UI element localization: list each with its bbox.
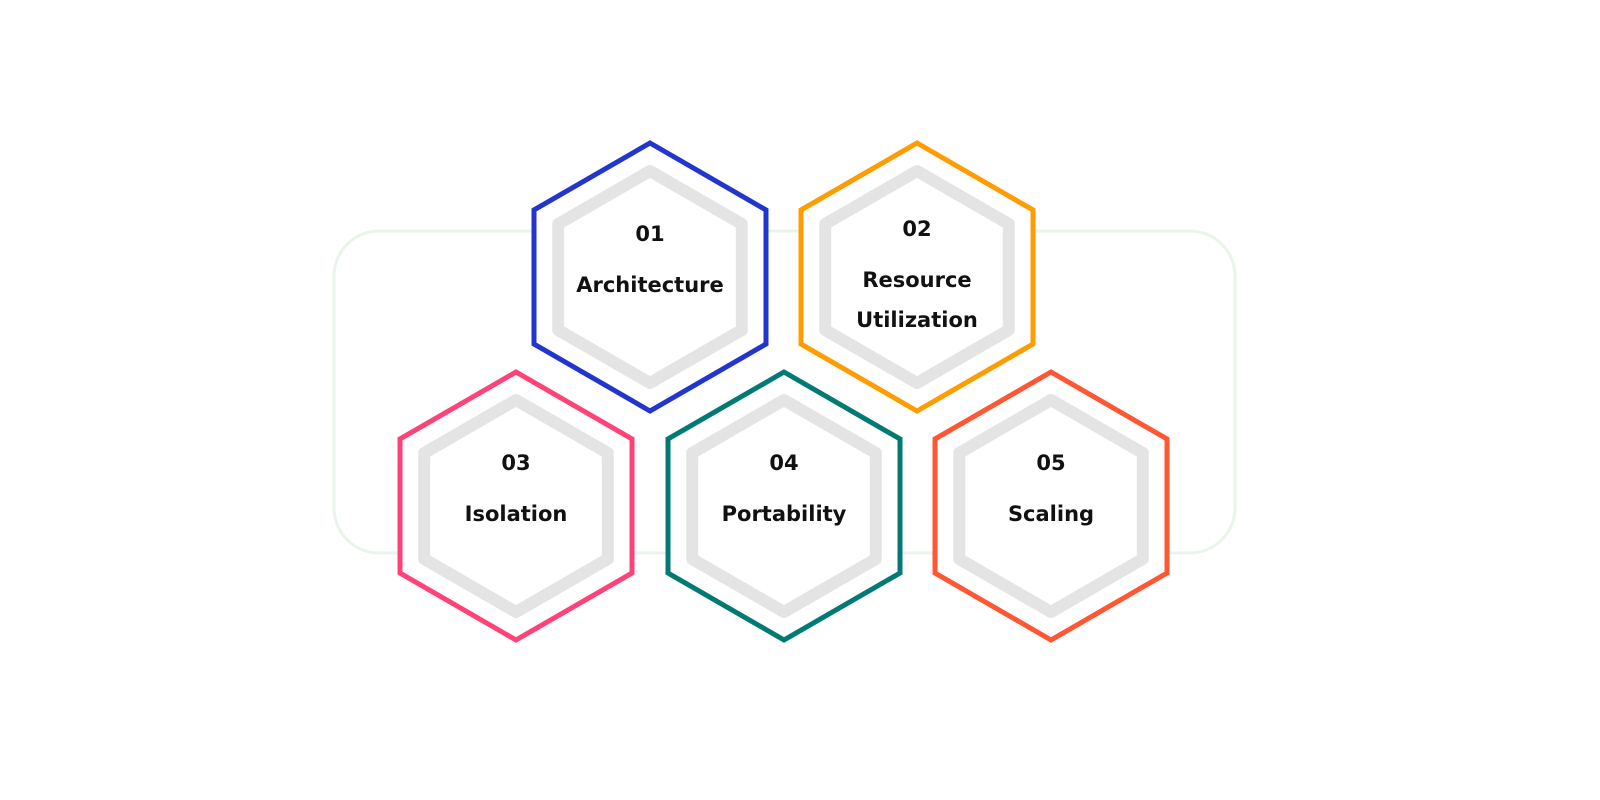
hexagon-inner-ring — [819, 165, 1015, 389]
hexagon-inner-ring — [552, 165, 748, 389]
step-title: Resource — [862, 268, 972, 292]
hexagon-05 — [932, 369, 1170, 643]
step-number: 04 — [769, 451, 799, 475]
step-title: Isolation — [464, 502, 568, 526]
step-number: 02 — [902, 217, 932, 241]
hexagon-inner-ring — [686, 394, 882, 618]
hexagon-04 — [665, 369, 903, 643]
step-number: 03 — [501, 451, 531, 475]
step-title: Portability — [721, 502, 847, 526]
step-title: Scaling — [1007, 502, 1095, 526]
step-number: 01 — [635, 222, 665, 246]
hexagon-inner-ring — [953, 394, 1149, 618]
hexagon-03 — [397, 369, 635, 643]
step-number: 05 — [1036, 451, 1066, 475]
step-title: Utilization — [856, 308, 978, 332]
hexagon-02 — [798, 140, 1036, 414]
hexagon-01 — [531, 140, 769, 414]
hexagon-inner-ring — [418, 394, 614, 618]
step-title: Architecture — [576, 273, 724, 297]
